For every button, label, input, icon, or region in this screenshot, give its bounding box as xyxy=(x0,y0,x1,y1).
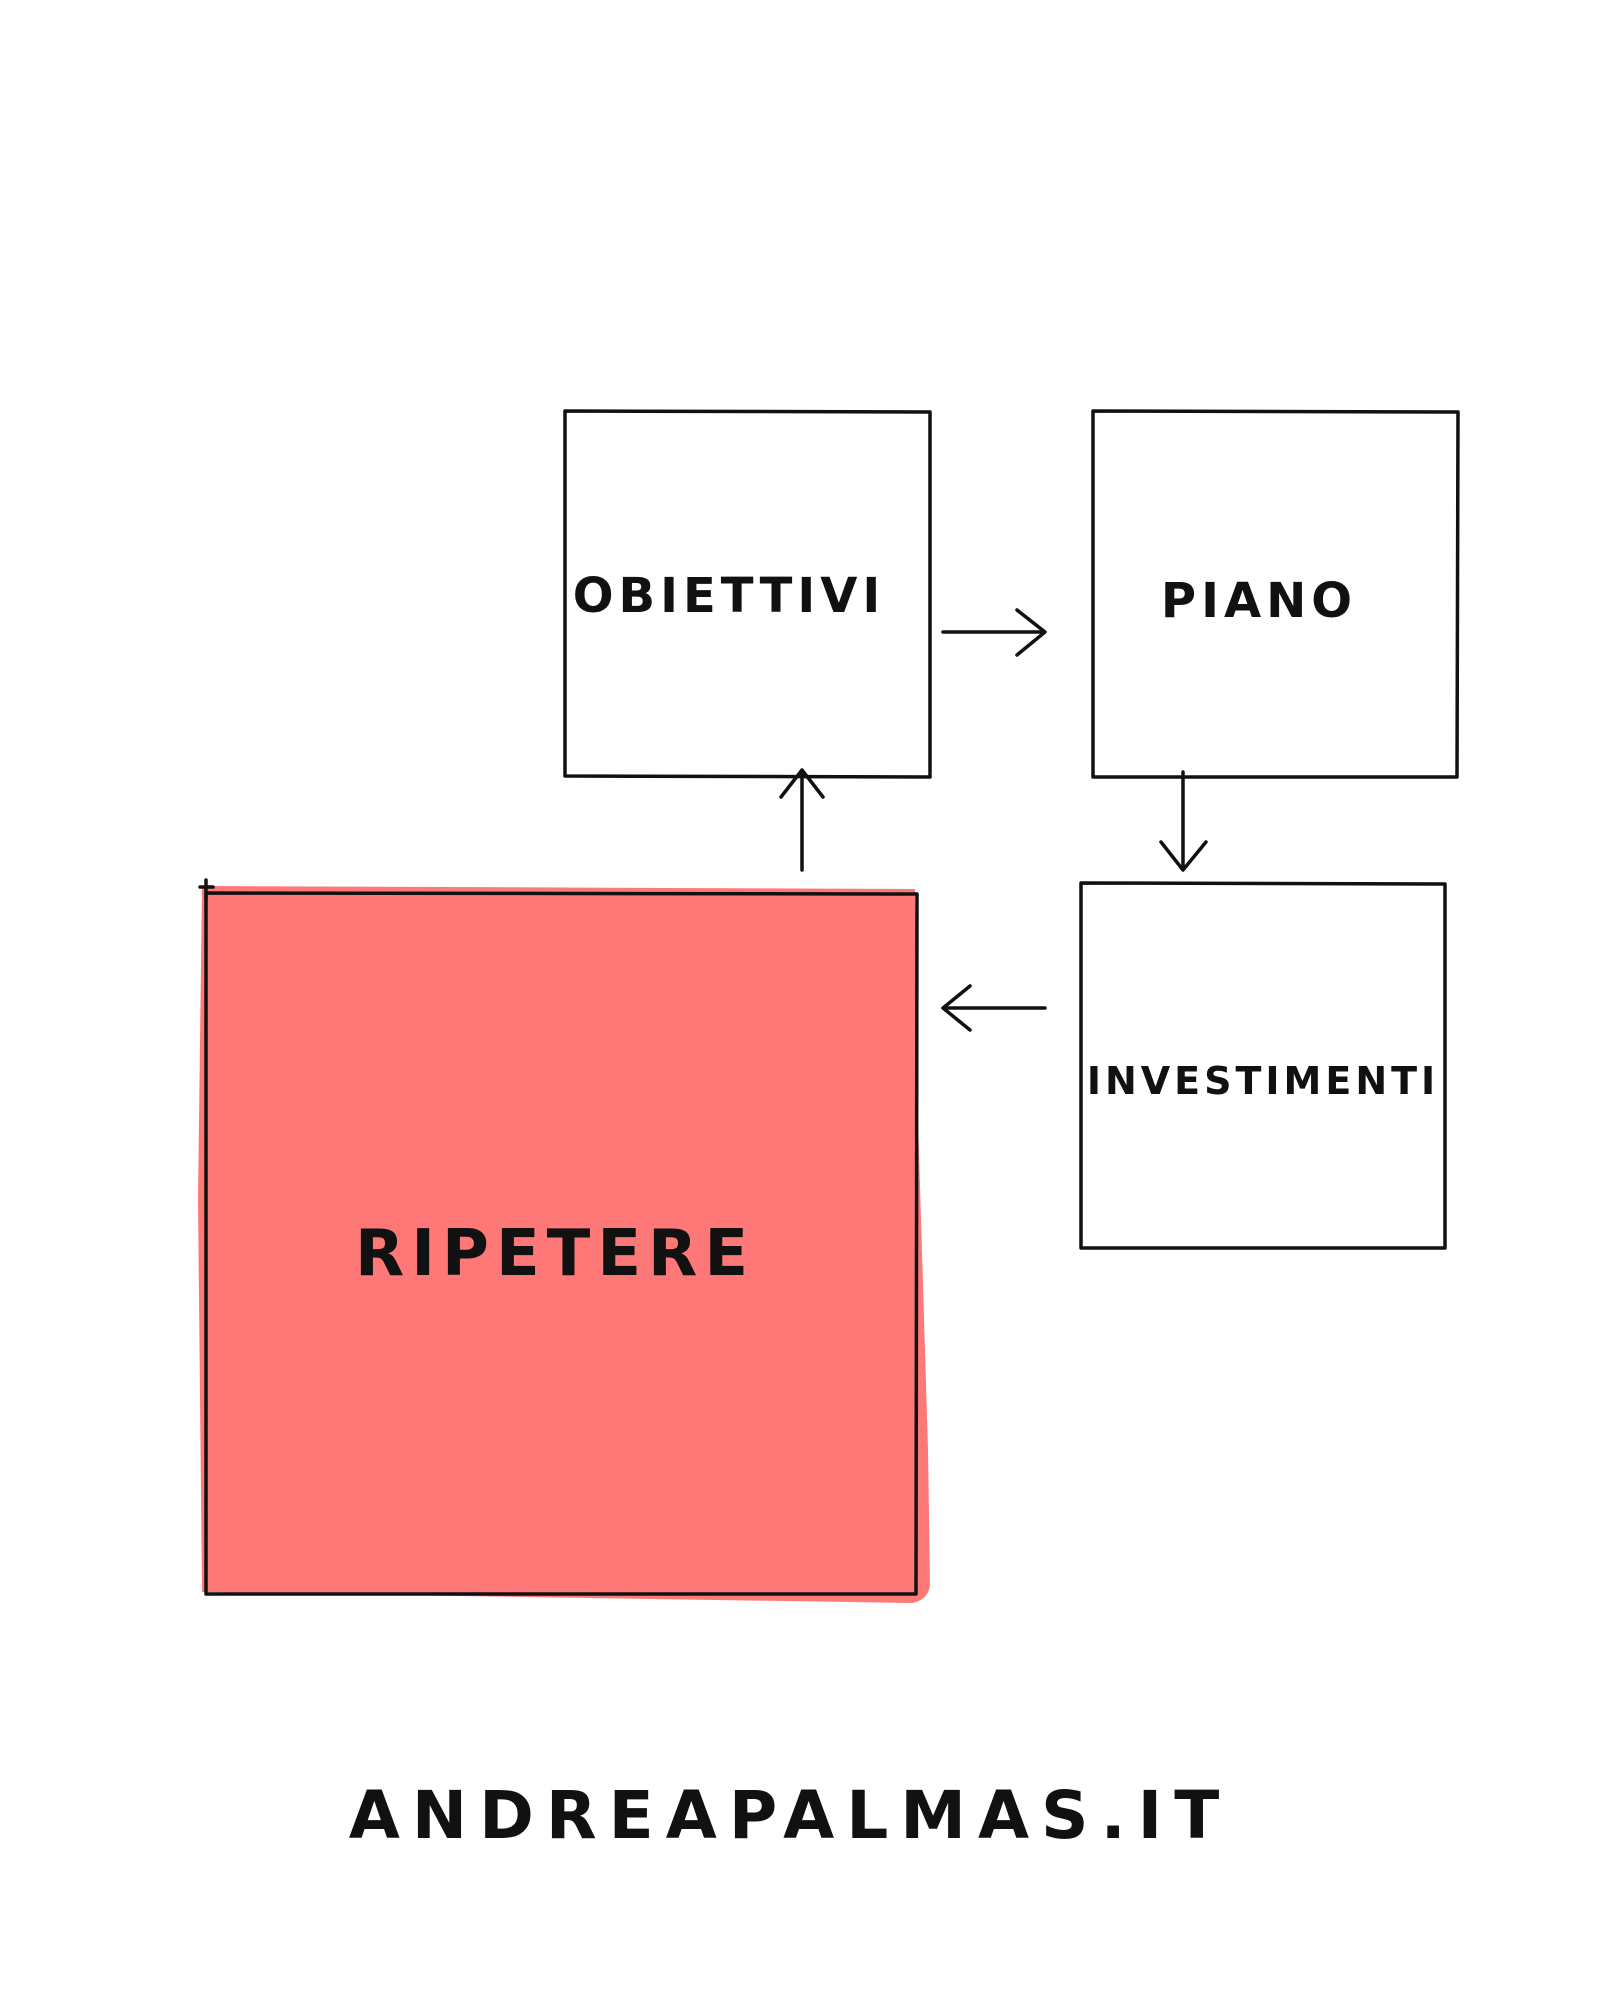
box-repeat-label: RIPETERE xyxy=(355,1217,755,1291)
box-investments-outline xyxy=(1079,881,1447,1250)
box-repeat: RIPETERE xyxy=(198,878,930,1603)
box-plan-label: PIANO xyxy=(1161,573,1357,629)
arrow-plan-to-investments xyxy=(1159,770,1208,872)
box-repeat-corner-tick xyxy=(198,878,215,902)
footer-brand: ANDREAPALMAS.IT xyxy=(349,1777,1231,1854)
box-repeat-outline xyxy=(204,891,919,1596)
arrow-repeat-to-goals xyxy=(779,768,825,872)
box-repeat-fill xyxy=(198,886,930,1603)
box-goals: OBIETTIVI xyxy=(563,409,932,779)
box-goals-outline xyxy=(563,409,932,779)
box-goals-label: OBIETTIVI xyxy=(573,568,886,624)
arrow-investments-to-repeat xyxy=(941,984,1047,1032)
box-plan: PIANO xyxy=(1091,409,1460,779)
arrow-goals-to-plan xyxy=(941,608,1047,657)
box-investments: INVESTIMENTI xyxy=(1079,881,1447,1250)
box-plan-outline xyxy=(1091,409,1460,779)
box-investments-label: INVESTIMENTI xyxy=(1087,1059,1439,1103)
